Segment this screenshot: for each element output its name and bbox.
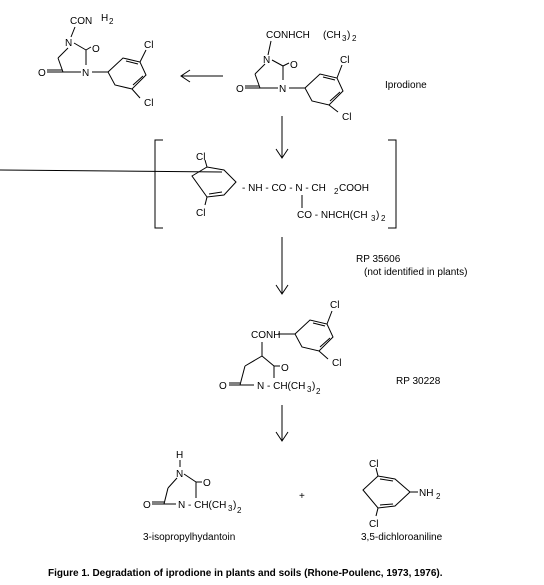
brackets [154,139,397,229]
left-top-group-sub: 2 [109,17,114,26]
hydantoin-n1: N [176,469,183,480]
rp35606-chain2-b: ) [376,210,379,221]
rp35606-cl1: Cl [196,152,205,163]
left-top-n2: N [82,68,89,79]
aniline-name: 3,5-dichloroaniline [361,532,443,543]
rp35606-note: (not identified in plants) [364,267,467,278]
plus-sign: + [299,491,305,502]
compound-aniline: Cl Cl NH 2 3,5-dichloroaniline [361,459,443,543]
iprodione-group-paren: (CH [323,30,341,41]
hydantoin-n-chain-b: ) [233,500,236,511]
rp35606-chain1-a: - NH - CO - N - CH [242,183,326,194]
left-top-n1: N [65,38,72,49]
aniline-cl2: Cl [369,519,378,530]
left-top-group-label: CON [70,16,92,27]
left-top-group-h: H [101,13,108,24]
iprodione-group-sub2: 2 [352,34,357,43]
compound-rp30228: CONH Cl Cl O O N - CH(CH 3 ) 2 RP 30228 [219,300,441,396]
rp30228-o2: O [219,381,227,392]
iprodione-name: Iprodione [385,80,427,91]
rp30228-cl2: Cl [332,358,341,369]
aniline-cl1: Cl [369,459,378,470]
figure-caption: Figure 1. Degradation of iprodione in pl… [48,568,443,579]
iprodione-group-sub: 3 [342,34,347,43]
iprodione-n1: N [263,55,270,66]
rp30228-name: RP 30228 [396,376,441,387]
hydantoin-o2: O [143,500,151,511]
rp35606-chain1-b: COOH [339,183,369,194]
rp30228-n-chain-a: N - CH(CH [257,381,305,392]
compound-rp35606: Cl Cl - NH - CO - N - CH 2 COOH CO - NHC… [0,152,467,278]
hydantoin-o1: O [203,478,211,489]
hydantoin-n-chain-sub2: 2 [237,506,242,515]
iprodione-group-close: ) [347,30,350,41]
hydantoin-name: 3-isopropylhydantoin [143,532,235,543]
rp35606-chain2-a: CO - NHCH(CH [297,210,368,221]
rp30228-n-chain-sub: 3 [307,385,312,394]
rp30228-group: CONH [251,330,280,341]
aniline-group: NH [419,488,433,499]
compound-hydantoin: H N O O N - CH(CH 3 ) 2 3-isopropylhydan… [143,450,242,543]
arrow-left [180,69,223,83]
arrow-down-2 [275,237,289,295]
hydantoin-h: H [176,450,183,461]
arrow-down-1 [275,116,289,159]
hydantoin-n-chain-a: N - CH(CH [178,500,226,511]
hydantoin-n-chain-sub: 3 [228,504,233,513]
compound-left-top: CON H 2 N O N O Cl Cl [38,13,153,109]
rp35606-chain2-sub: 3 [371,214,376,223]
left-top-o2: O [38,68,46,79]
arrow-down-3 [275,405,289,442]
aniline-group-sub: 2 [436,492,441,501]
iprodione-cl1: Cl [340,55,349,66]
left-top-o1: O [92,44,100,55]
iprodione-group: CONHCH [266,30,310,41]
iprodione-cl2: Cl [342,112,351,123]
iprodione-n2: N [279,84,286,95]
rp35606-cl2: Cl [196,208,205,219]
rp30228-n-chain-b: ) [312,381,315,392]
iprodione-o1: O [290,60,298,71]
rp30228-o1: O [281,363,289,374]
left-top-cl2: Cl [144,98,153,109]
rp35606-name: RP 35606 [356,254,401,265]
iprodione-o2: O [236,84,244,95]
rp35606-chain1-sub: 2 [334,187,339,196]
rp30228-cl1: Cl [330,300,339,311]
compound-iprodione: CONHCH (CH 3 ) 2 N O N O Cl Cl Iprodione [236,30,427,123]
left-top-cl1: Cl [144,40,153,51]
rp35606-chain2-sub2: 2 [381,214,386,223]
rp30228-n-chain-sub2: 2 [316,387,321,396]
